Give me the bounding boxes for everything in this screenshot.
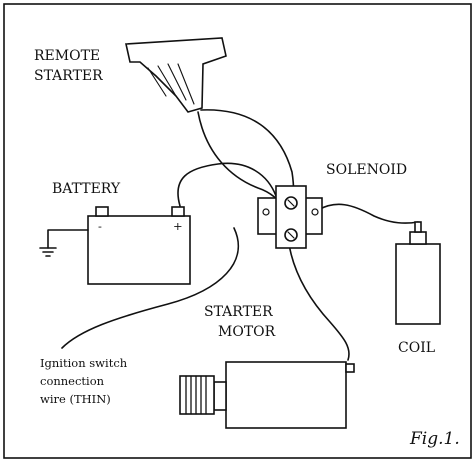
ignition-label-1: Ignition switch xyxy=(40,356,128,370)
ignition-label-2: connection xyxy=(40,374,105,388)
coil xyxy=(395,221,441,325)
battery-label: BATTERY xyxy=(52,181,121,197)
battery-negative-sign: - xyxy=(98,219,102,233)
ignition-label-3: wire (THIN) xyxy=(40,392,111,406)
solenoid-to-coil-wire xyxy=(317,203,419,224)
remote-starter-body xyxy=(125,37,227,113)
figure-label: Fig.1. xyxy=(409,429,460,449)
coil-label: COIL xyxy=(398,340,435,356)
battery-to-solenoid-wire xyxy=(177,162,277,207)
solenoid-to-starter-wire xyxy=(287,237,350,361)
remote-starter xyxy=(125,37,227,113)
starter-motor-label-1: STARTER xyxy=(204,304,273,320)
battery-positive-sign: + xyxy=(173,219,183,233)
ignition-switch-wire xyxy=(61,227,240,349)
solenoid xyxy=(257,185,323,249)
remote-starter-label-1: REMOTE xyxy=(34,48,100,64)
starter-motor-label-2: MOTOR xyxy=(218,324,276,340)
solenoid-label: SOLENOID xyxy=(326,162,407,178)
battery: - + xyxy=(39,206,191,285)
remote-starter-label-2: STARTER xyxy=(34,68,103,84)
starter-motor xyxy=(179,361,355,429)
